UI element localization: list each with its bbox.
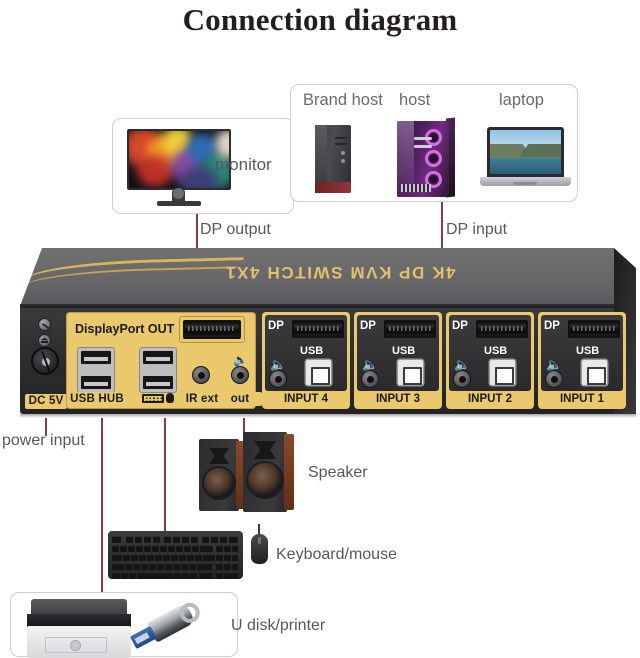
input-2-speaker-icon: 🔈 — [454, 357, 471, 372]
input-2-usb-b-port[interactable] — [490, 360, 515, 385]
udisk-printer-label: U disk/printer — [231, 617, 326, 634]
mouse-icon — [251, 534, 268, 564]
host-label: host — [399, 91, 431, 109]
dc-power-jack[interactable] — [31, 347, 59, 375]
speaker-label: Speaker — [308, 464, 368, 481]
output-panel: DisplayPort OUT USB HUB IR ext 🔈 out — [66, 312, 262, 409]
ir-ext-label: IR ext — [178, 392, 226, 406]
chassis-screw-icon — [38, 318, 51, 331]
input-1-usb-label: USB — [576, 345, 600, 357]
input-3-dp-label: DP — [360, 320, 376, 332]
dp-input-label: DP input — [446, 221, 508, 238]
input-2-dp-label: DP — [452, 320, 468, 332]
monitor-card — [112, 118, 294, 214]
input-3-name: INPUT 3 — [357, 392, 439, 406]
input-4-speaker-icon: 🔈 — [270, 357, 287, 372]
displayport-out-label: DisplayPort OUT — [75, 322, 175, 336]
input-block-4: DP USB 🔈 INPUT 4 — [262, 312, 350, 409]
monitor-label: monitor — [215, 155, 272, 174]
ir-ext-jack[interactable] — [192, 366, 210, 384]
input-4-usb-b-port[interactable] — [306, 360, 331, 385]
audio-out-label: out — [218, 392, 262, 406]
input-3-usb-label: USB — [392, 345, 416, 357]
input-1-speaker-icon: 🔈 — [546, 357, 563, 372]
dp-out-port-highlight — [179, 316, 245, 343]
power-input-label: power input — [2, 432, 85, 449]
input-block-2: DP USB 🔈 INPUT 2 — [446, 312, 534, 409]
usb-hub-label: USB HUB — [70, 392, 124, 406]
monitor-stand-knob — [173, 188, 184, 199]
usb-flash-drive-icon — [129, 593, 214, 650]
input-4-audio-jack[interactable] — [269, 370, 287, 388]
device-top-edge — [20, 304, 636, 309]
input-3-dp-port[interactable] — [384, 320, 436, 338]
input-3-speaker-icon: 🔈 — [362, 357, 379, 372]
input-1-name: INPUT 1 — [541, 392, 623, 406]
input-2-name: INPUT 2 — [449, 392, 531, 406]
input-4-usb-label: USB — [300, 345, 324, 357]
audio-out-icon: 🔈 — [233, 353, 248, 367]
keyboard-icon — [108, 531, 243, 580]
keyboard-mouse-connector-line — [164, 418, 166, 536]
input-1-dp-port[interactable] — [568, 320, 620, 338]
dp-output-connector-line — [196, 214, 198, 254]
speaker-connector-line — [243, 418, 245, 438]
keyboard-mouse-usb-ports[interactable] — [140, 348, 176, 392]
input-3-audio-jack[interactable] — [361, 370, 379, 388]
input-block-1: DP USB 🔈 INPUT 1 — [538, 312, 626, 409]
input-4-dp-label: DP — [268, 320, 284, 332]
displayport-out-port[interactable] — [183, 320, 241, 339]
input-1-audio-jack[interactable] — [545, 370, 563, 388]
monitor-base — [157, 201, 201, 206]
usb-hub-ports[interactable] — [78, 348, 114, 392]
input-2-usb-label: USB — [484, 345, 508, 357]
dp-output-label: DP output — [200, 221, 271, 238]
dc-5v-label: DC 5V — [25, 394, 67, 409]
power-input-connector-line — [45, 418, 47, 436]
input-3-usb-b-port[interactable] — [398, 360, 423, 385]
brand-host-label: Brand host — [303, 91, 383, 109]
udisk-printer-card — [10, 592, 238, 658]
hosts-card: Brand host host laptop — [290, 84, 578, 202]
input-2-audio-jack[interactable] — [453, 370, 471, 388]
device-brand-text: 4K DP KVM SWITCH 4X1 — [224, 263, 456, 282]
monitor-screen — [127, 129, 231, 190]
laptop-label: laptop — [499, 91, 544, 109]
input-4-name: INPUT 4 — [265, 392, 347, 406]
monitor-wallpaper — [129, 131, 229, 188]
dp-input-connector-line — [441, 202, 443, 254]
ground-symbol-icon: ⏏ — [38, 334, 51, 347]
device-shadow — [20, 414, 636, 418]
page-title: Connection diagram — [182, 2, 458, 37]
input-1-dp-label: DP — [544, 320, 560, 332]
keyboard-mouse-label: Keyboard/mouse — [276, 546, 397, 563]
audio-out-jack[interactable] — [231, 366, 249, 384]
device-top-plate — [20, 248, 614, 306]
input-1-usb-b-port[interactable] — [582, 360, 607, 385]
mouse-cable — [258, 524, 260, 536]
input-4-dp-port[interactable] — [292, 320, 344, 338]
input-block-3: DP USB 🔈 INPUT 3 — [354, 312, 442, 409]
input-2-dp-port[interactable] — [476, 320, 528, 338]
usb-hub-connector-line — [101, 418, 103, 608]
